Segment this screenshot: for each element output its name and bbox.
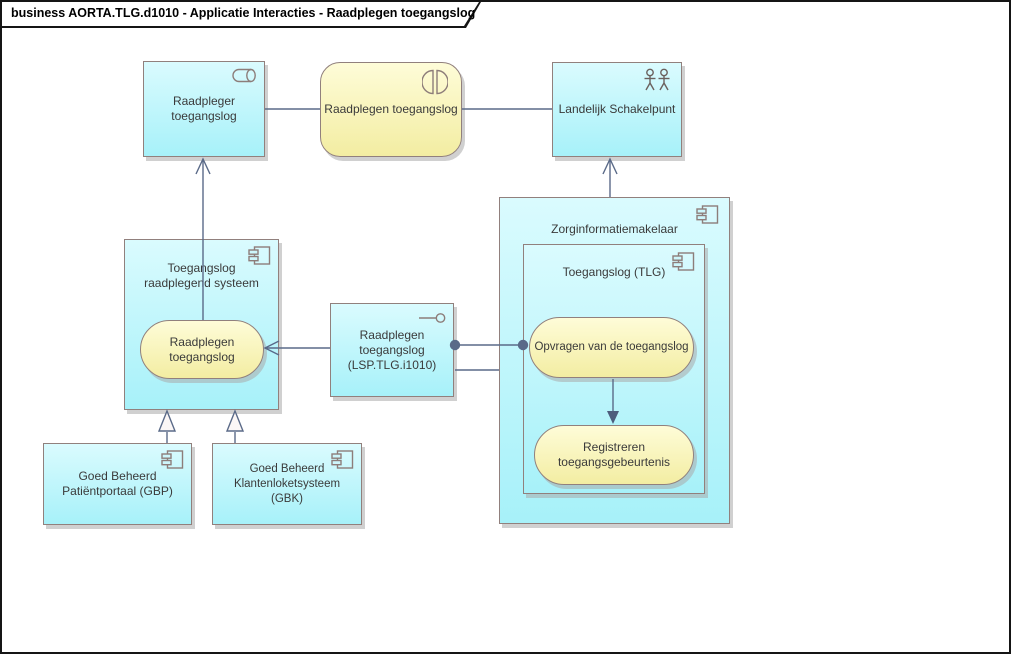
node-label: Opvragen van de toegangslog xyxy=(534,341,689,353)
diagram-frame-tab xyxy=(2,2,481,28)
component-icon xyxy=(672,252,695,271)
node-label: Landelijk Schakelpunt xyxy=(558,102,676,116)
actors-icon xyxy=(641,68,673,92)
node-goed-beheerd-klantenloketsysteem[interactable]: Goed Beheerd Klantenloketsysteem (GBK) xyxy=(212,443,362,525)
component-icon xyxy=(331,450,354,469)
node-label: Toegangslog raadplegend systeem xyxy=(144,261,259,290)
node-registreren-toegangsgebeurtenis[interactable]: Registreren toegangsgebeurtenis xyxy=(534,425,694,485)
node-label: Raadplegen toegangslog xyxy=(169,334,235,364)
component-icon xyxy=(161,450,184,469)
node-label: Raadplegen toegangslog (LSP.TLG.i1010) xyxy=(347,327,437,372)
node-raadpleger-toegangslog[interactable]: Raadpleger toegangslog xyxy=(143,61,265,157)
component-icon xyxy=(248,246,271,265)
connector-specialization-gbp-systeem[interactable] xyxy=(157,409,177,443)
node-label: Goed Beheerd Klantenloketsysteem (GBK) xyxy=(233,462,341,505)
node-raadplegen-toegangslog-service[interactable]: Raadplegen toegangslog xyxy=(140,320,264,379)
role-icon xyxy=(230,68,257,83)
node-goed-beheerd-patientportaal[interactable]: Goed Beheerd Patiëntportaal (GBP) xyxy=(43,443,192,525)
node-label: Registreren toegangsgebeurtenis xyxy=(557,440,671,469)
diagram-title: business AORTA.TLG.d1010 - Applicatie In… xyxy=(11,6,476,20)
node-label: Zorginformatiemakelaar xyxy=(551,222,678,236)
interaction-icon xyxy=(422,68,448,96)
connector-specialization-gbk-systeem[interactable] xyxy=(225,409,245,443)
node-landelijk-schakelpunt[interactable]: Landelijk Schakelpunt xyxy=(552,62,682,157)
node-opvragen-van-de-toegangslog[interactable]: Opvragen van de toegangslog xyxy=(529,317,694,378)
node-label: Raadplegen toegangslog xyxy=(324,102,458,116)
node-raadplegen-toegangslog-interactie[interactable]: Raadplegen toegangslog xyxy=(320,62,462,157)
node-toegangslog-raadplegend-systeem[interactable]: Toegangslog raadplegend systeem xyxy=(124,239,279,410)
node-label: Raadpleger toegangslog xyxy=(171,94,237,123)
connector-serving-zim-lsp[interactable] xyxy=(602,157,618,197)
node-raadplegen-toegangslog-interface[interactable]: Raadplegen toegangslog (LSP.TLG.i1010) xyxy=(330,303,454,397)
lollipop-icon xyxy=(418,312,446,324)
component-icon xyxy=(696,205,719,224)
diagram-frame-tab-fill xyxy=(2,2,479,26)
node-label: Goed Beheerd Patiëntportaal (GBP) xyxy=(62,469,173,498)
node-label: Toegangslog (TLG) xyxy=(562,265,666,279)
